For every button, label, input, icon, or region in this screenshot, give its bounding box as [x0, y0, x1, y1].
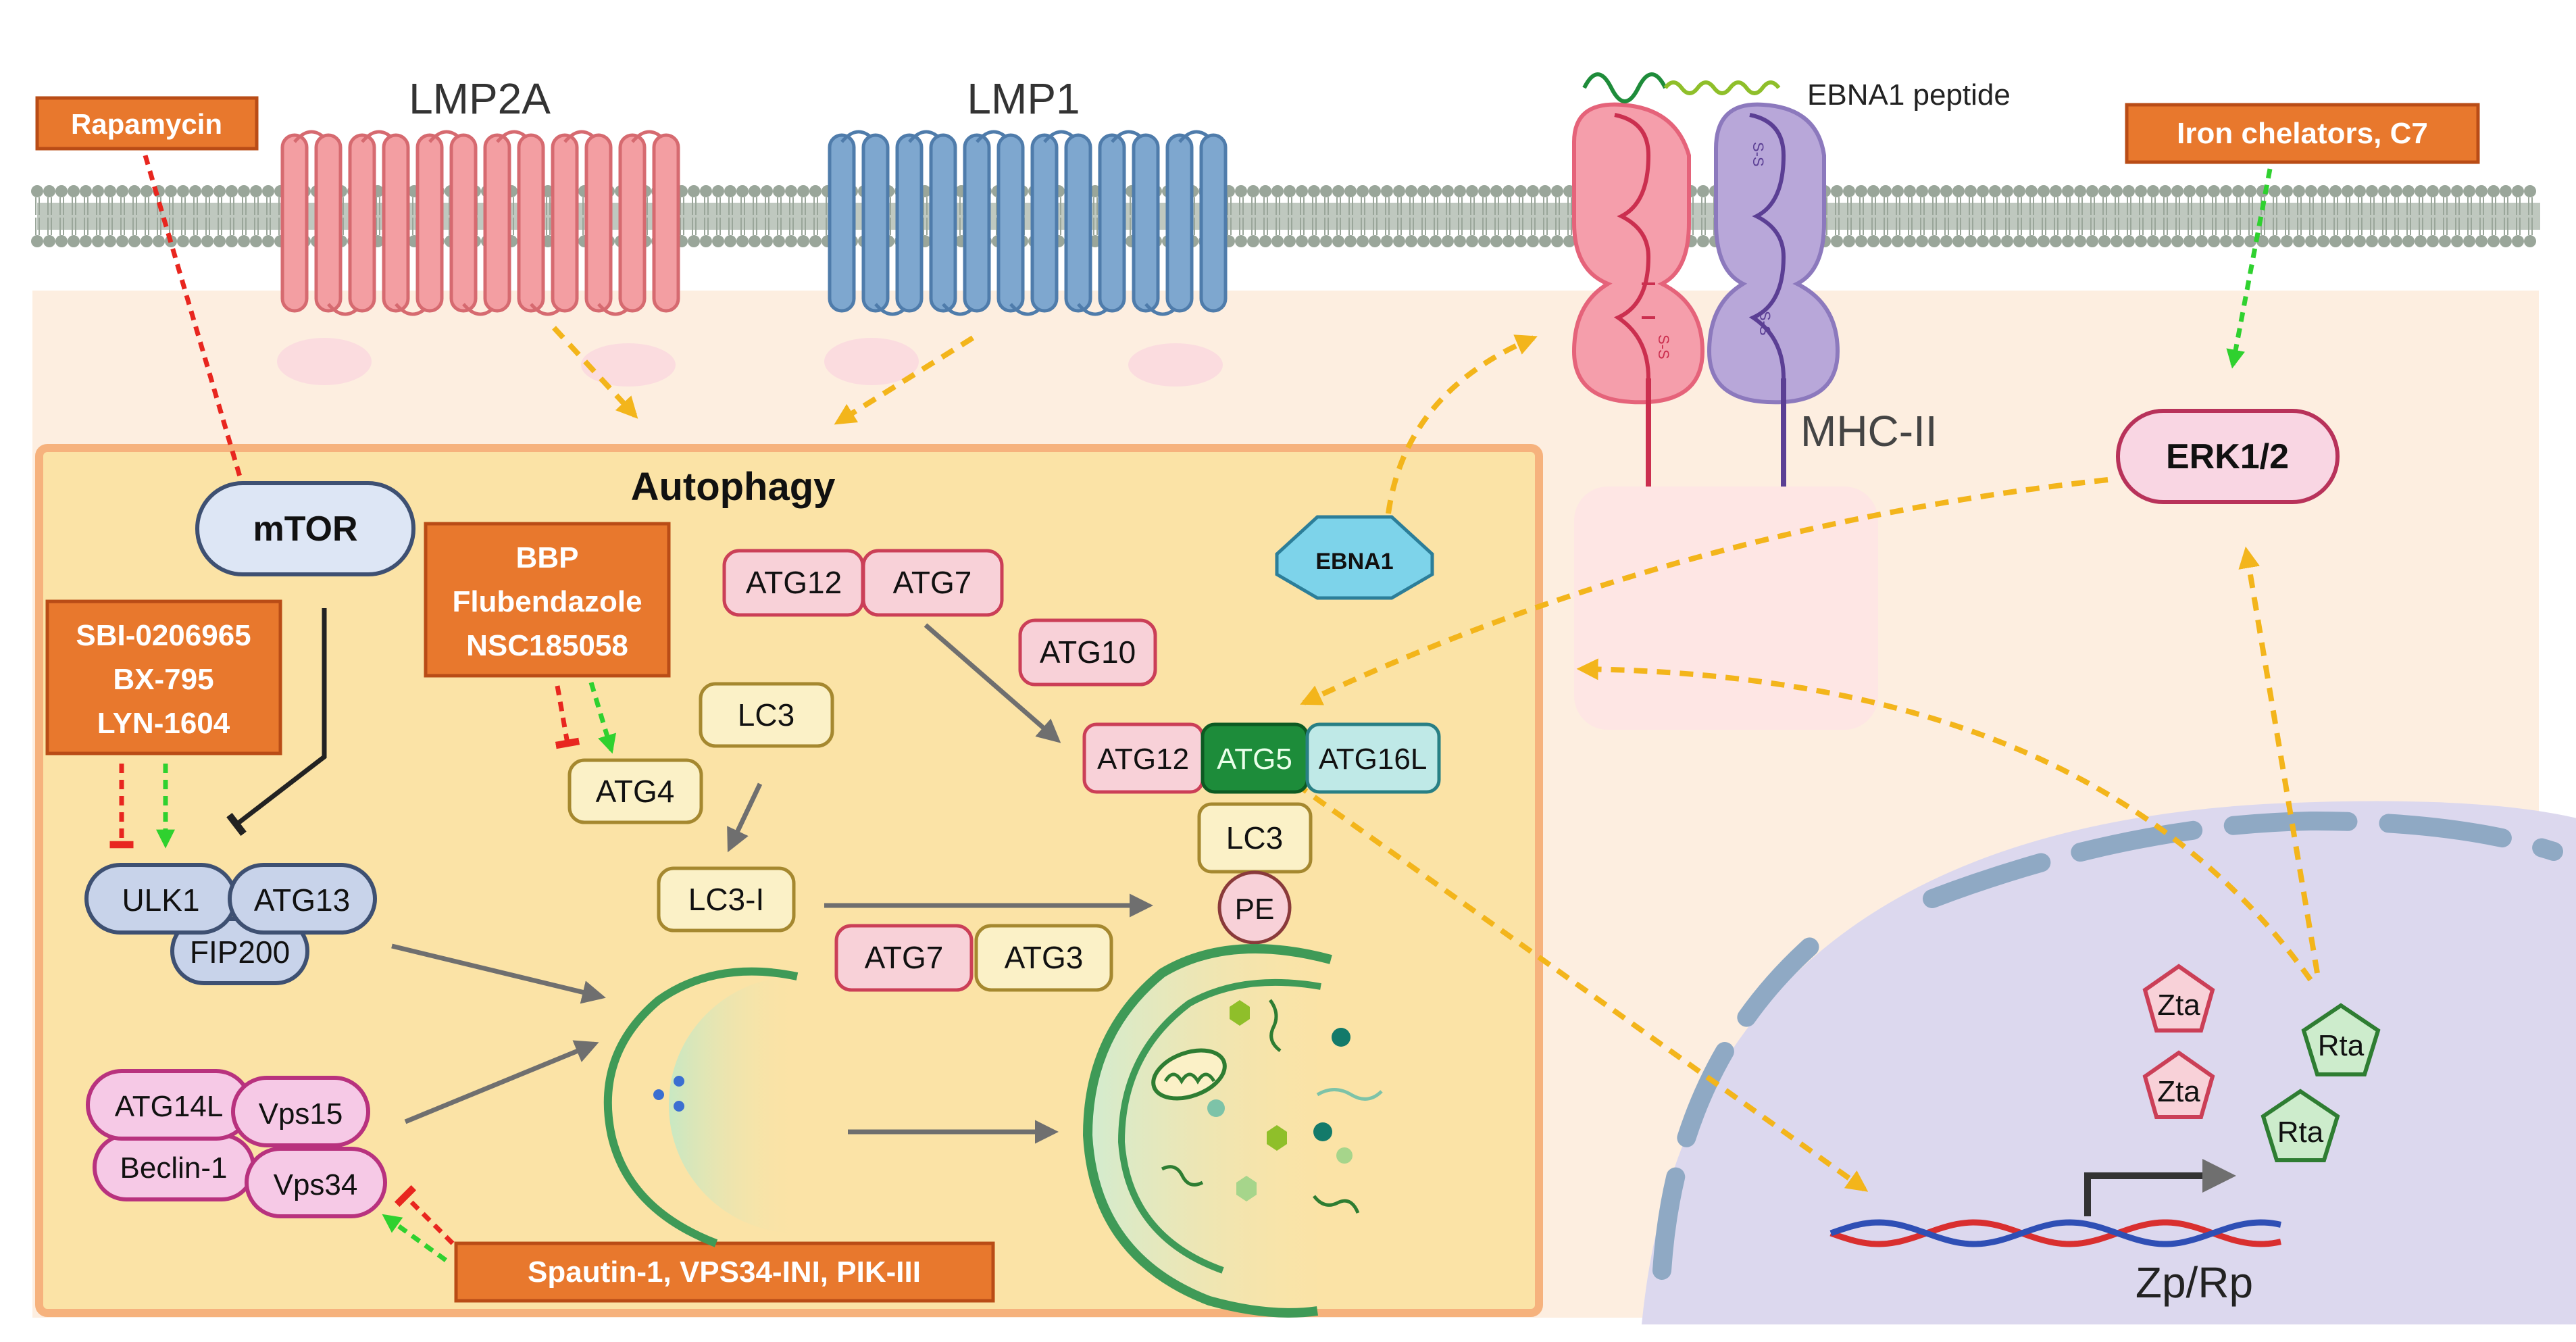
- lc3i-label: LC3-I: [688, 882, 764, 917]
- ulk-to-phagophore-arrow: [391, 943, 606, 1004]
- atg4-inhibitor-1: BBP: [516, 541, 579, 574]
- lc3-label: LC3: [738, 697, 794, 732]
- atg7-top-label: ATG7: [893, 565, 972, 600]
- inhibitor-lines: [109, 155, 580, 1245]
- atg3-label: ATG3: [1005, 940, 1084, 975]
- mhc2-complex: S-S S-S S-S: [1571, 72, 1878, 730]
- atg5-label: ATG5: [1217, 743, 1292, 776]
- mhc-alpha-disulfide: S-S: [1655, 334, 1672, 359]
- fip200-label: FIP200: [190, 935, 290, 970]
- atg16l-label: ATG16L: [1319, 743, 1428, 776]
- activator-lines: [156, 168, 2273, 1262]
- erk-label: ERK1/2: [2166, 437, 2289, 476]
- mtor-label: mTOR: [253, 510, 357, 549]
- atg10-label: ATG10: [1040, 635, 1136, 670]
- mhc-beta-disulfide-2: S-S: [1757, 311, 1773, 336]
- lc3-to-lc3i-arrow: [727, 782, 763, 853]
- atg7-bottom-label: ATG7: [865, 940, 944, 975]
- rapamycin-label: Rapamycin: [71, 108, 222, 140]
- atg12-to-complex-arrow: [924, 623, 1061, 743]
- transcription-start-arrow: [2084, 1159, 2236, 1216]
- lmp1-protein: [824, 130, 1228, 387]
- atg14l-label: ATG14L: [115, 1090, 224, 1123]
- rta-label-2: Rta: [2277, 1116, 2324, 1149]
- atg10-node: ATG10: [1018, 618, 1157, 687]
- ulk-inhibitor-box: SBI-0206965 BX-795 LYN-1604: [45, 599, 282, 755]
- lc3-node: LC3: [699, 682, 834, 748]
- ebna1-label: EBNA1: [1315, 549, 1393, 574]
- zta-proteins: Zta Zta: [2142, 964, 2215, 1119]
- erk-to-atg5: [1300, 477, 2108, 705]
- atg5-to-dna: [1275, 768, 1869, 1192]
- atg12-complex-label: ATG12: [1097, 743, 1189, 776]
- yellow-arrows: [552, 326, 2320, 1192]
- autophagosome: [1082, 944, 1383, 1318]
- beclin1-label: Beclin-1: [120, 1151, 228, 1185]
- mhc-beta-disulfide-1: S-S: [1750, 142, 1767, 167]
- mtor-inhibits-ulk1: [226, 608, 327, 837]
- ulk1-label: ULK1: [122, 883, 199, 918]
- pe-label: PE: [1235, 893, 1275, 926]
- zta-label-1: Zta: [2157, 989, 2200, 1022]
- vps34-inhibitor-label: Spautin-1, VPS34-INI, PIK-III: [528, 1256, 921, 1289]
- lmp2a-label: LMP2A: [409, 74, 551, 123]
- atg4-inhibitor-2: Flubendazole: [452, 585, 642, 618]
- iron-chelators-label: Iron chelators, C7: [2177, 117, 2428, 150]
- vps34-activator-line: [382, 1214, 448, 1262]
- ulk-inhibitor-2: BX-795: [113, 663, 213, 696]
- autophagy-title: Autophagy: [631, 465, 836, 509]
- pathway-arrows: [391, 623, 1153, 1144]
- mhc2-label: MHC-II: [1800, 407, 1938, 455]
- zp-rp-label: Zp/Rp: [2136, 1258, 2253, 1307]
- atg12-atg7-pair: ATG12 ATG7: [722, 549, 1004, 617]
- atg4-inhibitor-box: BBP Flubendazole NSC185058: [424, 522, 671, 678]
- mtor-node: mTOR: [195, 481, 415, 576]
- iron-chelators-box: Iron chelators, C7: [2125, 103, 2480, 164]
- ulk-complex: FIP200 ULK1 ATG13: [84, 863, 377, 985]
- vps34-inhibitor-box: Spautin-1, VPS34-INI, PIK-III: [454, 1241, 995, 1303]
- atg4-activator-line: [588, 681, 616, 754]
- atg4-node: ATG4: [567, 758, 703, 824]
- ebna1-peptide-label: EBNA1 peptide: [1807, 78, 2011, 111]
- ebna1-to-mhc: [1386, 334, 1538, 514]
- lmp2a-protein: [277, 130, 680, 387]
- lmp1-label: LMP1: [967, 74, 1080, 123]
- vps34-label: Vps34: [274, 1168, 358, 1201]
- rta-to-erk: [2238, 546, 2320, 974]
- lc3i-node: LC3-I: [657, 866, 796, 933]
- lmp2a-to-autophagy: [552, 326, 638, 419]
- lmp1-to-autophagy: [834, 335, 975, 425]
- ulk-inhibitor-3: LYN-1604: [97, 707, 230, 740]
- rta-label-1: Rta: [2318, 1029, 2365, 1062]
- pi3k-complex: Beclin-1 Vps34 ATG14L Vps15: [86, 1069, 387, 1218]
- erk-node: ERK1/2: [2116, 409, 2340, 504]
- nucleus-to-membrane: [1576, 658, 2313, 982]
- ebna1-node: EBNA1: [1275, 515, 1434, 600]
- pi3k-to-phagophore-arrow: [404, 1040, 599, 1124]
- zta-label-2: Zta: [2157, 1075, 2200, 1108]
- rapamycin-box: Rapamycin: [35, 96, 259, 151]
- lc3-complex-label: LC3: [1226, 820, 1283, 855]
- vps15-label: Vps15: [259, 1097, 343, 1130]
- atg4-inhibitor-3: NSC185058: [466, 629, 628, 662]
- atg7-atg3-pair: ATG7 ATG3: [834, 924, 1113, 992]
- rta-proteins: Rta Rta: [2261, 1003, 2381, 1162]
- atg12-top-label: ATG12: [746, 565, 842, 600]
- atg4-label: ATG4: [596, 774, 675, 809]
- nucleus: [1642, 801, 2576, 1324]
- vps34-inhibitor-line: [394, 1185, 455, 1245]
- atg5-complex: ATG12 ATG5 ATG16L LC3 PE: [1082, 722, 1441, 945]
- phagophore: [603, 967, 799, 1247]
- rapamycin-inhibits-mtor: [143, 155, 270, 541]
- atg13-label: ATG13: [254, 883, 350, 918]
- iron-activates-erk: [2226, 168, 2273, 369]
- ulk-inhibitor-1: SBI-0206965: [76, 619, 251, 652]
- dna-helix: [1829, 1159, 2281, 1247]
